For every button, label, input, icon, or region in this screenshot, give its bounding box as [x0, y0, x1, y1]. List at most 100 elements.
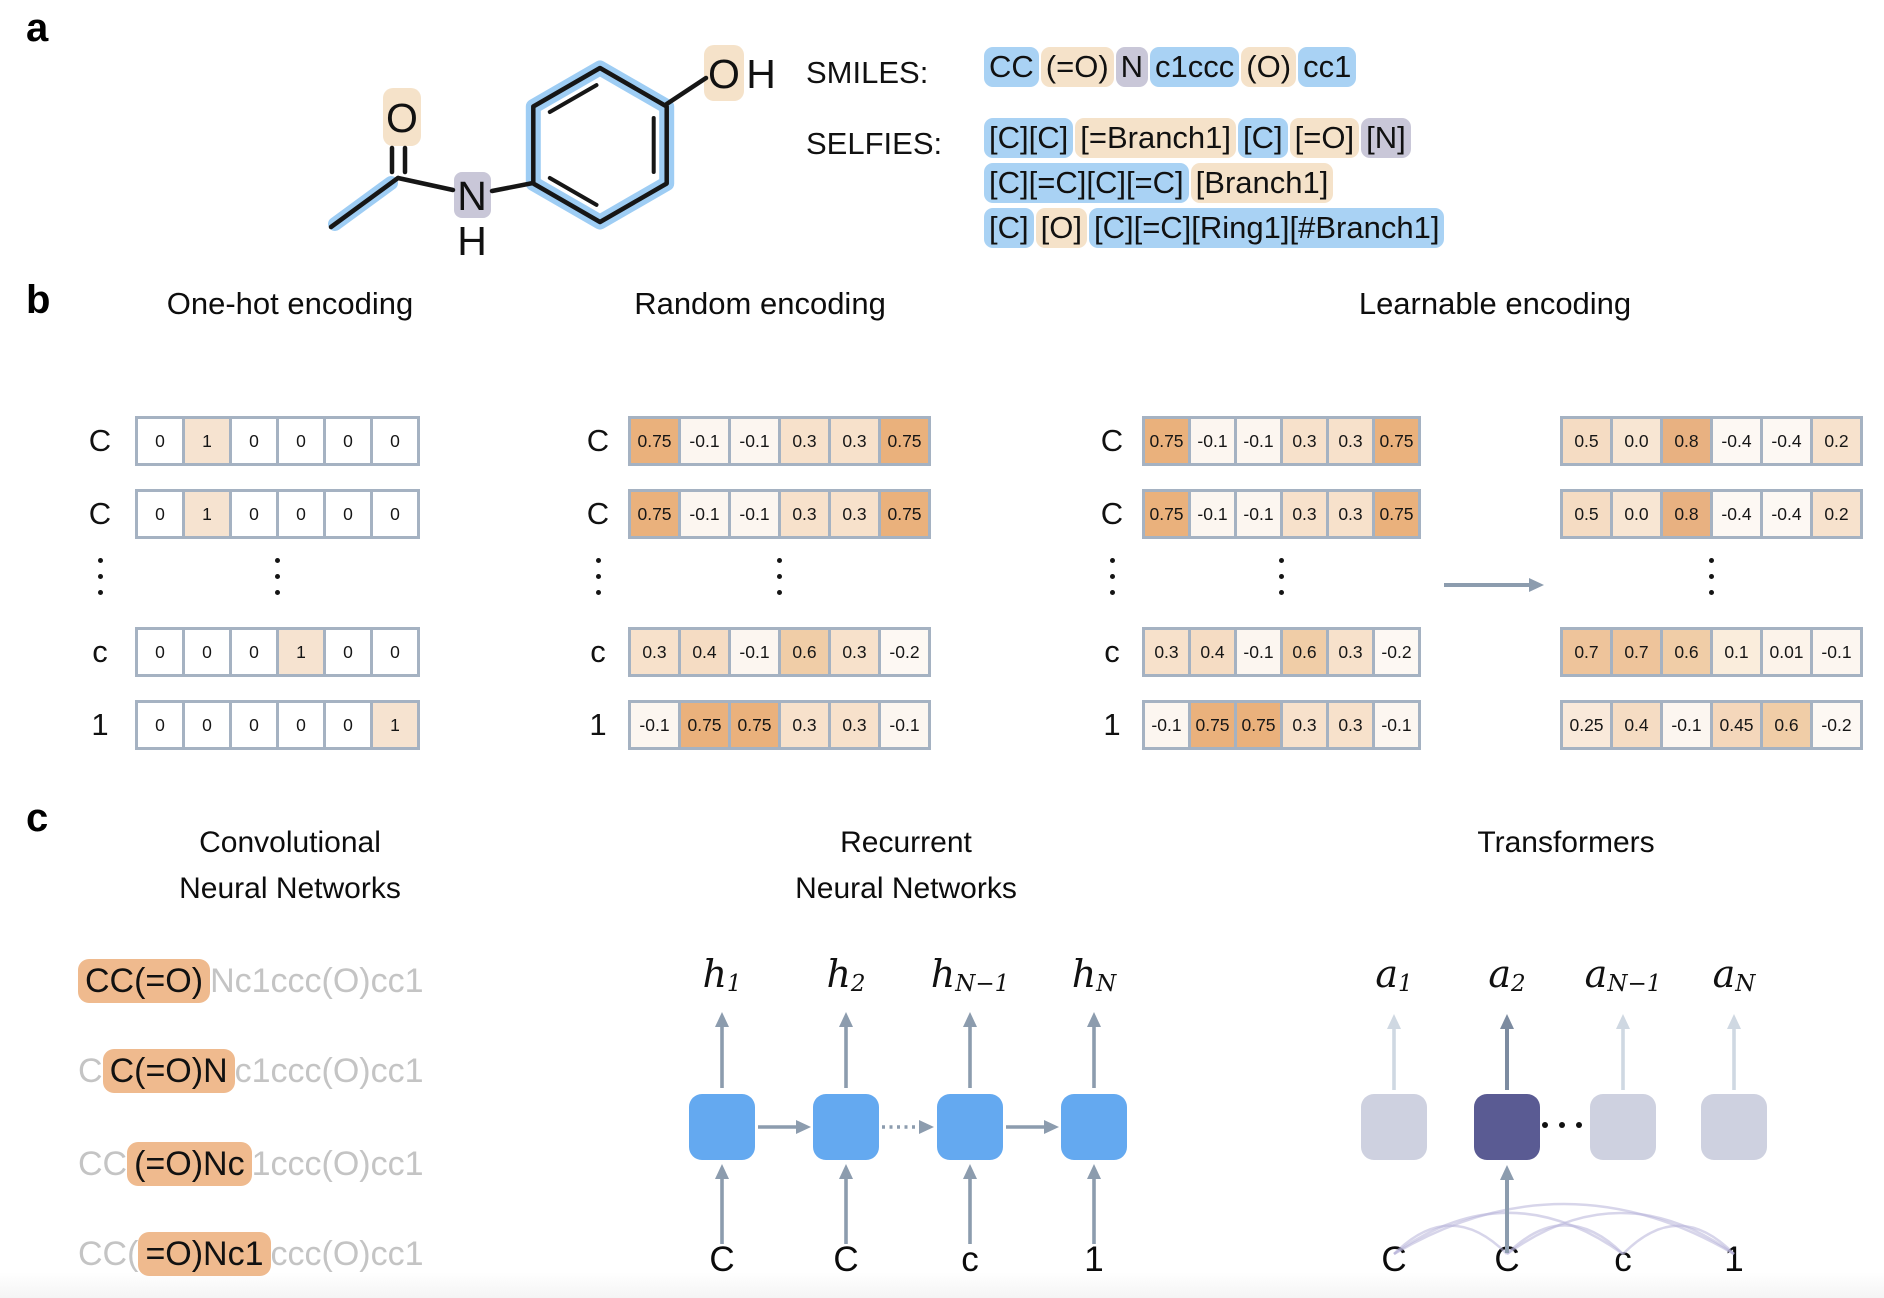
matrix-cell: 0.3	[1283, 419, 1326, 463]
dot	[595, 590, 601, 595]
amide-n-highlight	[454, 172, 491, 218]
seq-token: [C][=C][Ring1][#Branch1]	[1088, 208, 1445, 248]
rnn-input-arrow	[963, 1164, 977, 1244]
rnn-input-token: c	[961, 1240, 979, 1279]
matrix-cell: 0.3	[1329, 492, 1372, 536]
matrix-ellipsis	[1106, 558, 1118, 595]
matrix-cell: 0.75	[1191, 703, 1234, 747]
matrix-cell: 0	[279, 419, 323, 463]
cnn-context-text: c1ccc(O)cc1	[234, 1052, 424, 1090]
matrix-cell: 0	[232, 630, 276, 674]
matrix-cell: 0.75	[631, 419, 678, 463]
matrix-cell: 1	[185, 492, 229, 536]
dot	[97, 558, 103, 563]
matrix-row-label: 1	[589, 707, 607, 742]
matrix-cell: 0.3	[781, 703, 828, 747]
benzene-ring	[531, 65, 669, 225]
matrix-cell: 0.3	[781, 419, 828, 463]
dot	[1279, 574, 1284, 579]
matrix-cell: 0	[326, 492, 370, 536]
matrix-cell: 0	[279, 492, 323, 536]
selfies-token-row: [C][O][C][=C][Ring1][#Branch1]	[984, 208, 1446, 248]
cnn-title-line2: Neural Networks	[179, 872, 401, 905]
rnn-output-label-base: h	[1071, 952, 1097, 996]
transformer-output-label-base: a	[1488, 952, 1511, 996]
matrix-ellipsis	[1706, 558, 1718, 595]
matrix-cell: -0.2	[1375, 630, 1418, 674]
dot	[595, 574, 601, 579]
seq-token: [C]	[1238, 118, 1288, 158]
matrix-ellipsis	[94, 558, 106, 595]
matrix-cell: 0.0	[1613, 419, 1660, 463]
rnn-input-arrow	[715, 1164, 729, 1244]
rnn-output-label-sub: 2	[850, 971, 866, 998]
matrix-cell: 1	[185, 419, 229, 463]
rnn-output-arrow	[839, 1012, 853, 1088]
seq-token: cc1	[1298, 47, 1357, 87]
matrix-cell: 0	[373, 492, 417, 536]
attention-arc	[1506, 1211, 1735, 1256]
matrix-cell: 0.3	[1329, 419, 1372, 463]
matrix-row-label: 1	[91, 707, 109, 742]
smiles-label: SMILES:	[806, 55, 929, 90]
matrix-cell: 0.3	[1329, 703, 1372, 747]
atom-labels: O N H O H	[386, 51, 776, 264]
transformer-output-label: aN−1	[1548, 952, 1698, 997]
rnn-cell	[689, 1094, 755, 1160]
dot	[1109, 590, 1115, 595]
dot	[1109, 558, 1115, 563]
transformer-output-label-base: a	[1584, 952, 1608, 996]
dot	[1542, 1122, 1548, 1128]
transformer-output-label-sub: N	[1735, 971, 1756, 998]
transformer-output-arrow	[1500, 1014, 1514, 1090]
matrix-cell: 0	[138, 419, 182, 463]
cnn-window-highlight: CC(=O)	[78, 959, 211, 1003]
rnn-input-token: C	[833, 1240, 859, 1279]
matrix-row-label: C	[1100, 423, 1124, 458]
bottom-fade	[0, 1272, 1884, 1298]
cnn-title-line1: Convolutional	[199, 826, 381, 859]
matrix-cell: 0	[232, 703, 276, 747]
transformer-input-arrow	[1500, 1165, 1514, 1253]
rnn-input-arrow	[839, 1164, 853, 1244]
dot	[97, 574, 103, 579]
dot	[275, 558, 280, 563]
dot	[1709, 590, 1714, 595]
bonds	[328, 75, 709, 230]
matrix-cell: 0.8	[1663, 419, 1710, 463]
rnn-output-label-sub: 1	[726, 971, 742, 998]
rnn-input-arrow	[1087, 1164, 1101, 1244]
rnn-title-line2: Neural Networks	[795, 872, 1017, 905]
matrix-cell: 0.4	[681, 630, 728, 674]
molecule-structure: O N H O H	[328, 45, 776, 264]
rnn-output-label-base: h	[826, 952, 851, 996]
matrix-cell: -0.1	[1375, 703, 1418, 747]
matrix-cell: 0	[373, 419, 417, 463]
matrix-cell: 0	[232, 419, 276, 463]
selfies-label: SELFIES:	[806, 126, 943, 161]
dot	[1109, 574, 1115, 579]
matrix-cell: 0.3	[1145, 630, 1188, 674]
dot	[595, 558, 601, 563]
matrix-cell: 0	[185, 630, 229, 674]
learnable-transform-arrow	[1444, 578, 1544, 592]
transformer-output-label: aN	[1659, 952, 1809, 997]
transformer-cell	[1701, 1094, 1767, 1160]
selfies-token-row: [C][=C][C][=C][Branch1]	[984, 163, 1335, 203]
cnn-context-text: CC(	[78, 1235, 139, 1273]
transformer-cell	[1474, 1094, 1540, 1160]
dot	[275, 590, 280, 595]
matrix-cell: 0	[373, 630, 417, 674]
matrix-cell: 0.3	[1329, 630, 1372, 674]
rnn-output-label-base: h	[702, 952, 727, 996]
matrix-cell: 0.25	[1563, 703, 1610, 747]
ring-double-bonds	[547, 83, 656, 207]
rnn-output-label-sub: N	[1096, 971, 1117, 998]
rnn-hidden-arrow	[758, 1120, 811, 1134]
matrix-cell: 0	[138, 703, 182, 747]
matrix-cell: -0.1	[681, 419, 728, 463]
